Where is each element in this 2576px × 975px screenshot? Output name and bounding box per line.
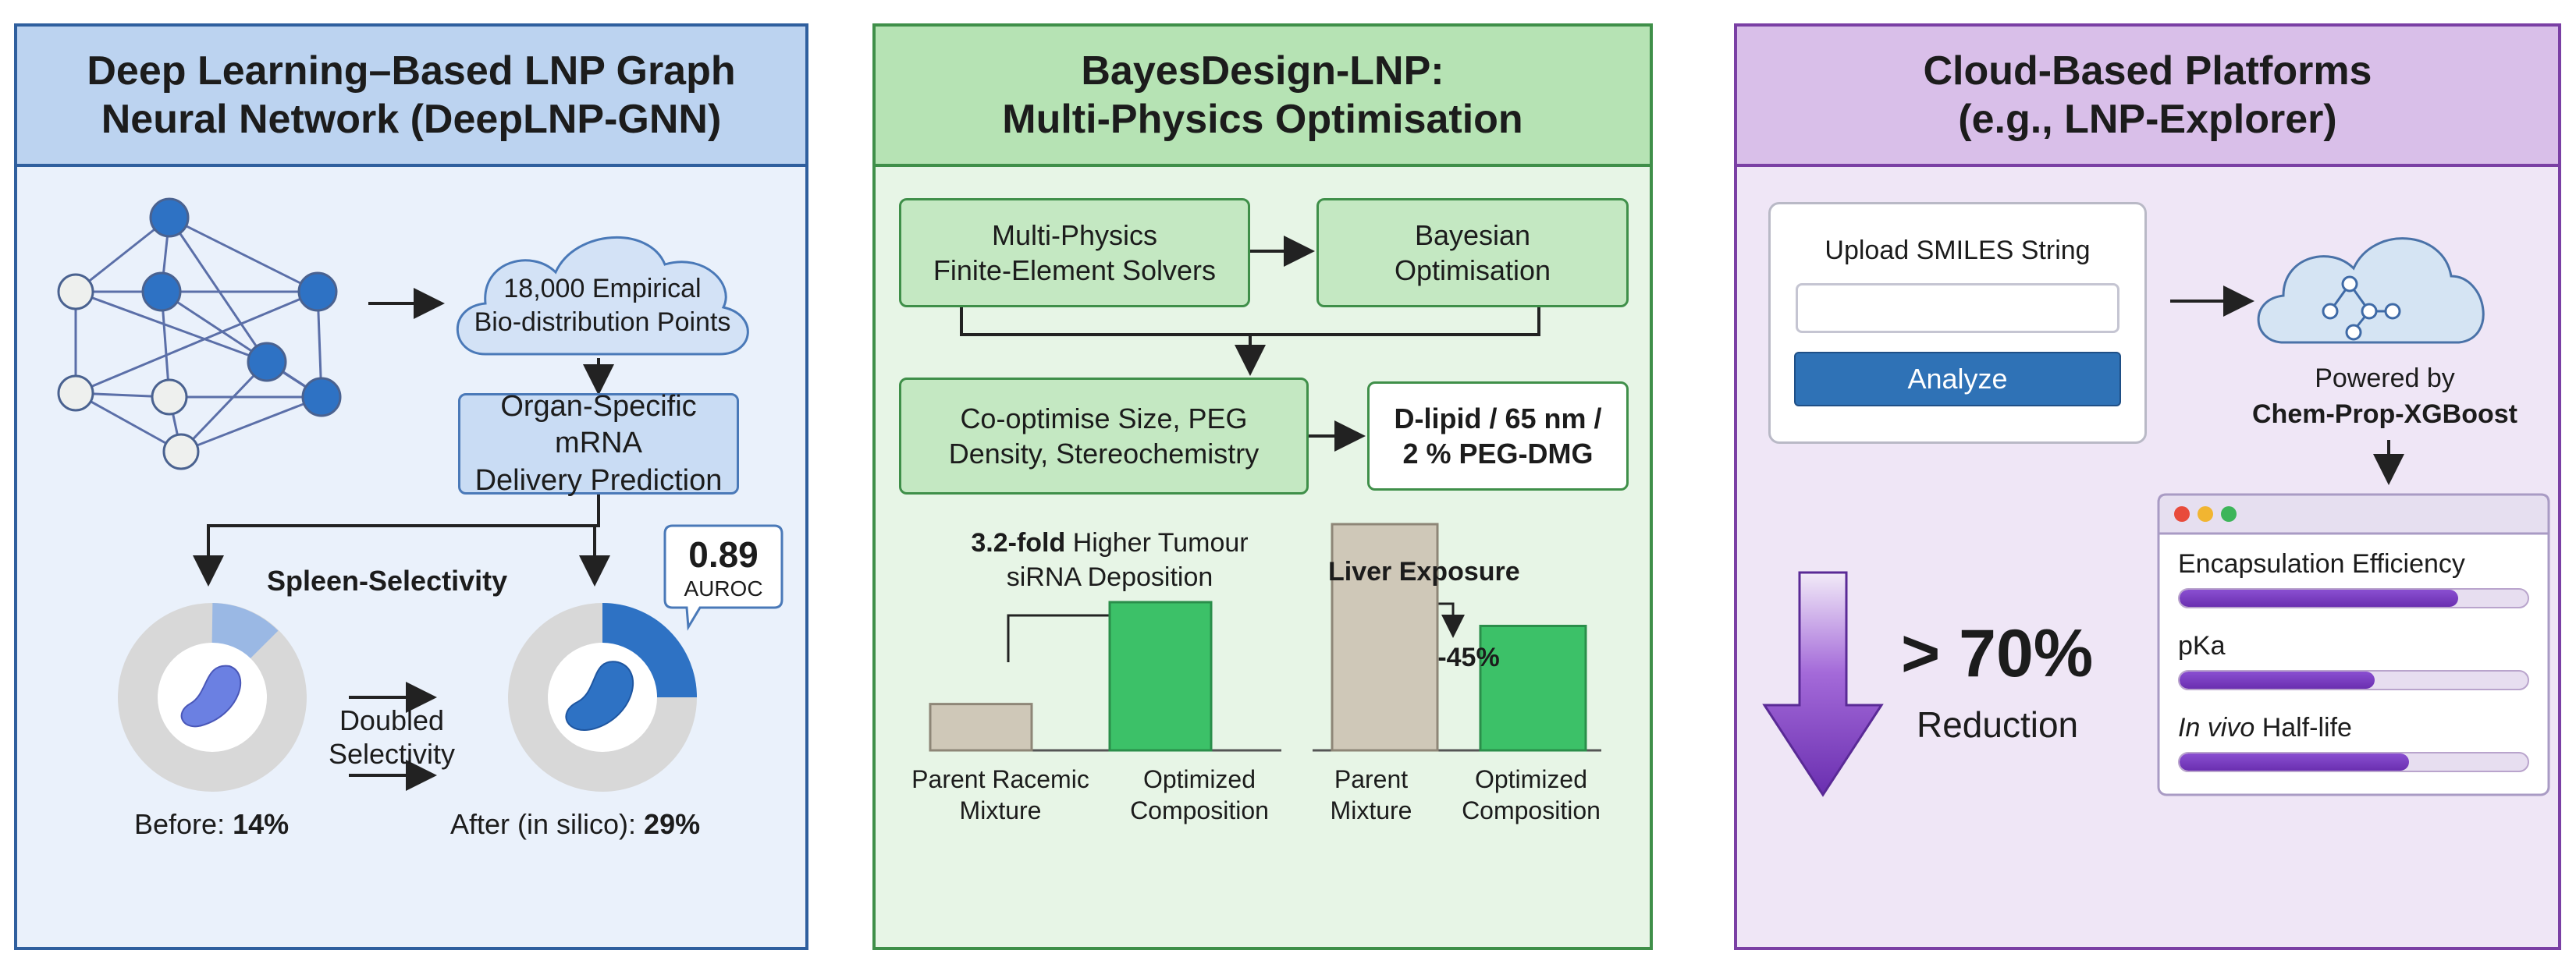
panel-title-line1: Deep Learning–Based LNP Graph [87, 48, 736, 94]
prediction-line1: Organ-Specific mRNA [500, 389, 697, 460]
data-cloud-icon [456, 236, 749, 356]
engine-label: Chem-Prop-XGBoost [2252, 399, 2517, 429]
bar1-line1: Parent Racemic [911, 765, 1089, 793]
result-line2: 2 % PEG-DMG [1402, 438, 1594, 470]
spleen-selectivity-label: Spleen-Selectivity [267, 565, 508, 597]
liver-change: -45% [1437, 643, 1500, 672]
after-label: After (in silico): 29% [450, 808, 700, 841]
tumour-line2: siRNA Deposition [1006, 562, 1213, 593]
tumour-label: 3.2-fold Higher Tumour siRNA Deposition [922, 526, 1297, 594]
window-maximize-dot [2221, 506, 2237, 522]
auroc-label: AUROC [684, 576, 763, 601]
bar-1-2 [1108, 601, 1213, 752]
bar3-line2: Mixture [1330, 796, 1412, 824]
result-line1: D-lipid / 65 nm / [1394, 402, 1602, 434]
panel-title-line1: BayesDesign-LNP: [1081, 48, 1444, 94]
doubled-selectivity-label: Doubled Selectivity [325, 704, 458, 771]
cloud-label-line2: Bio-distribution Points [474, 307, 731, 337]
gnn-diagram [57, 197, 783, 792]
powered-label: Powered by [2315, 363, 2455, 393]
auroc-callout [663, 524, 783, 631]
bar-2-1 [1331, 523, 1439, 752]
panel-title-line1: Cloud-Based Platforms [1923, 48, 2372, 94]
reduction-value: > 70% [1901, 616, 2094, 691]
before-text: Before: [134, 808, 233, 840]
graph-edges [74, 216, 323, 453]
upload-label: Upload SMILES String [1825, 236, 2091, 265]
bar-1-1 [929, 703, 1033, 752]
metric-label-half-life: In vivo Half-life [2178, 713, 2352, 743]
cloud-label-line1: 18,000 Empirical [503, 274, 702, 303]
window-close-dot [2174, 506, 2190, 522]
bar4-line2: Composition [1462, 796, 1601, 824]
cloud-platform-graphics [1762, 237, 2550, 797]
tumour-line1: 3.2-fold Higher Tumour [922, 526, 1297, 560]
tumour-fold: 3.2-fold [971, 528, 1066, 558]
window-minimize-dot [2198, 506, 2213, 522]
analyze-button[interactable]: Analyze [1794, 352, 2121, 406]
bar4-line1: Optimized [1474, 765, 1588, 793]
bar4-label: Optimized Composition [1441, 764, 1621, 826]
bar2-line2: Composition [1130, 796, 1269, 824]
deeplnp-gnn-panel: Deep Learning–Based LNP Graph Neural Net… [14, 23, 808, 950]
cloud-platforms-panel: Cloud-Based Platforms (e.g., LNP-Explore… [1734, 23, 2561, 950]
bar3-label: Parent Mixture [1313, 764, 1430, 826]
doubled-line2: Selectivity [328, 738, 456, 771]
after-value: 29% [644, 808, 701, 840]
half-life-italic: In vivo [2178, 713, 2255, 743]
bar2-line1: Optimized [1142, 765, 1256, 793]
panel-title: Cloud-Based Platforms (e.g., LNP-Explore… [1737, 27, 2558, 167]
half-life-rest: Half-life [2254, 713, 2352, 743]
doubled-line1: Doubled [339, 704, 445, 736]
smiles-input[interactable] [1796, 283, 2119, 333]
metric-fill-encapsulation [2180, 590, 2458, 607]
prediction-box: Organ-Specific mRNA Delivery Prediction [458, 390, 739, 497]
cloud-label: 18,000 Empirical Bio-distribution Points [470, 272, 735, 339]
metric-bar-pka [2178, 670, 2529, 690]
bar-2-2 [1479, 625, 1587, 752]
solver-line2: Finite-Element Solvers [933, 254, 1217, 286]
upload-card: Upload SMILES String Analyze [1768, 202, 2147, 444]
coopt-line2: Density, Stereochemistry [948, 438, 1260, 470]
bayesian-box: Bayesian Optimisation [1316, 198, 1629, 307]
metric-fill-half-life [2180, 753, 2410, 771]
bar1-label: Parent Racemic Mixture [899, 764, 1102, 826]
panel-title-line2: (e.g., LNP-Explorer) [1958, 97, 2337, 142]
metric-bar-half-life [2178, 752, 2529, 772]
metric-bar-encapsulation [2178, 588, 2529, 608]
panel-title: BayesDesign-LNP: Multi-Physics Optimisat… [876, 27, 1650, 167]
after-text: After (in silico): [450, 808, 645, 840]
panel-title-line2: Multi-Physics Optimisation [1002, 97, 1523, 142]
bayesdesign-panel: BayesDesign-LNP: Multi-Physics Optimisat… [872, 23, 1653, 950]
spleen-icon [180, 665, 242, 728]
coopt-line1: Co-optimise Size, PEG [960, 402, 1248, 434]
reduction-arrow-icon [1762, 571, 1884, 797]
bar2-label: Optimized Composition [1110, 764, 1289, 826]
liver-label: Liver Exposure [1328, 557, 1520, 587]
before-value: 14% [233, 808, 290, 840]
bar-charts [929, 523, 1587, 752]
bar3-line1: Parent [1334, 765, 1409, 793]
panel-title-line2: Neural Network (DeepLNP-GNN) [101, 97, 722, 142]
solver-line1: Multi-Physics [991, 219, 1158, 251]
bayes-line1: Bayesian [1414, 219, 1531, 251]
prediction-line2: Delivery Prediction [474, 463, 723, 497]
optimisation-flow [929, 236, 1601, 752]
tumour-rest: Higher Tumour [1065, 528, 1249, 558]
metric-label-encapsulation: Encapsulation Efficiency [2178, 549, 2465, 579]
result-box: D-lipid / 65 nm / 2 % PEG-DMG [1367, 381, 1629, 491]
co-optimise-box: Co-optimise Size, PEG Density, Stereoche… [899, 378, 1309, 495]
cloud-network-icon [2257, 237, 2485, 344]
before-label: Before: 14% [134, 808, 289, 841]
metric-label-pka: pKa [2178, 631, 2226, 661]
reduction-label: Reduction [1917, 704, 2079, 745]
panel-title: Deep Learning–Based LNP Graph Neural Net… [17, 27, 805, 167]
metric-fill-pka [2180, 672, 2375, 689]
graph-nodes [57, 197, 342, 470]
solver-box: Multi-Physics Finite-Element Solvers [899, 198, 1250, 307]
auroc-value: 0.89 [688, 534, 759, 575]
bayes-line2: Optimisation [1394, 254, 1551, 286]
bar1-line2: Mixture [959, 796, 1042, 824]
